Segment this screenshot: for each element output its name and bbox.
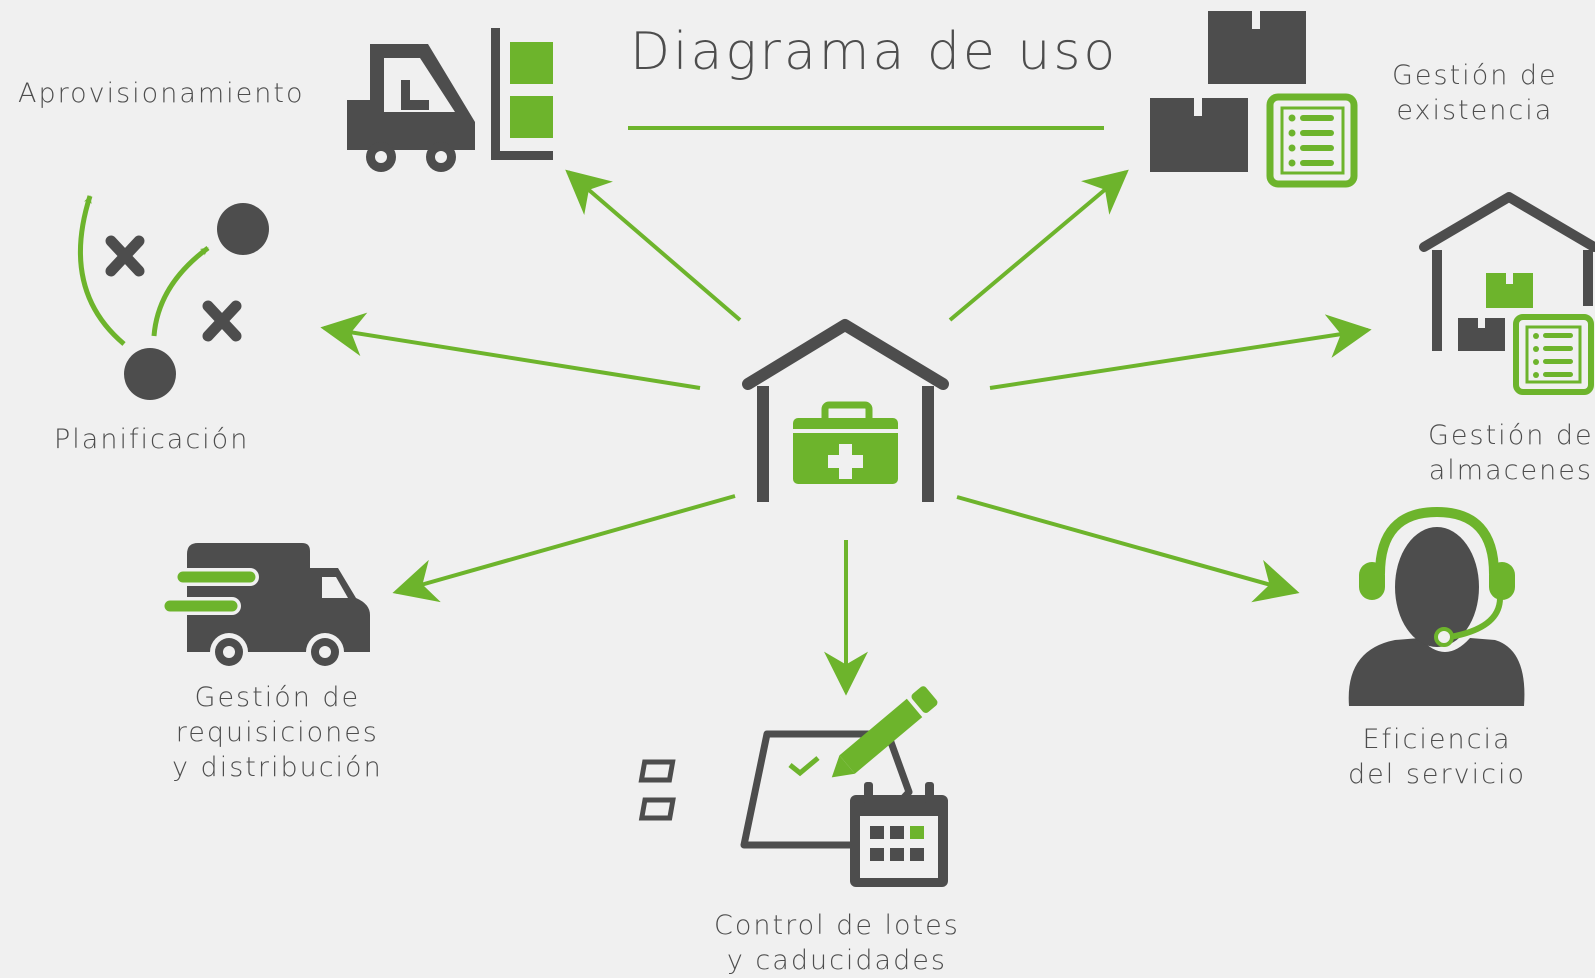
arrow-to-aprovisionamiento (565, 169, 742, 322)
checklist-calendar-icon (638, 686, 948, 887)
strategy-play-icon (78, 195, 269, 400)
label-control-lotes: Control de lotes y caducidades (714, 910, 960, 976)
arrow-to-existencia (948, 169, 1129, 322)
warehouse-boxes-icon (1419, 192, 1595, 395)
title-underline (628, 126, 1104, 130)
delivery-truck-icon (161, 543, 370, 671)
label-eficiencia: Eficiencia del servicio (1348, 724, 1526, 790)
label-aprovisionamiento: Aprovisionamiento (18, 78, 305, 109)
label-gestion-requisiciones: Gestión de requisiciones y distribución (172, 682, 383, 783)
forklift-icon (347, 28, 553, 172)
boxes-list-icon (1150, 11, 1358, 188)
arrow-to-requisiciones (392, 494, 736, 603)
arrow-to-planificacion (320, 312, 701, 390)
arrows (320, 169, 1372, 696)
label-gestion-almacenes: Gestión de almacenes (1428, 420, 1594, 486)
arrow-to-almacenes (989, 314, 1372, 390)
customer-support-icon (1348, 506, 1525, 706)
label-planificacion: Planificación (54, 424, 250, 455)
arrow-to-eficiencia (956, 495, 1300, 603)
label-gestion-existencia: Gestión de existencia (1392, 60, 1558, 126)
diagram-title: Diagrama de uso (630, 22, 1119, 82)
warehouse-medical-kit-icon (742, 319, 949, 502)
